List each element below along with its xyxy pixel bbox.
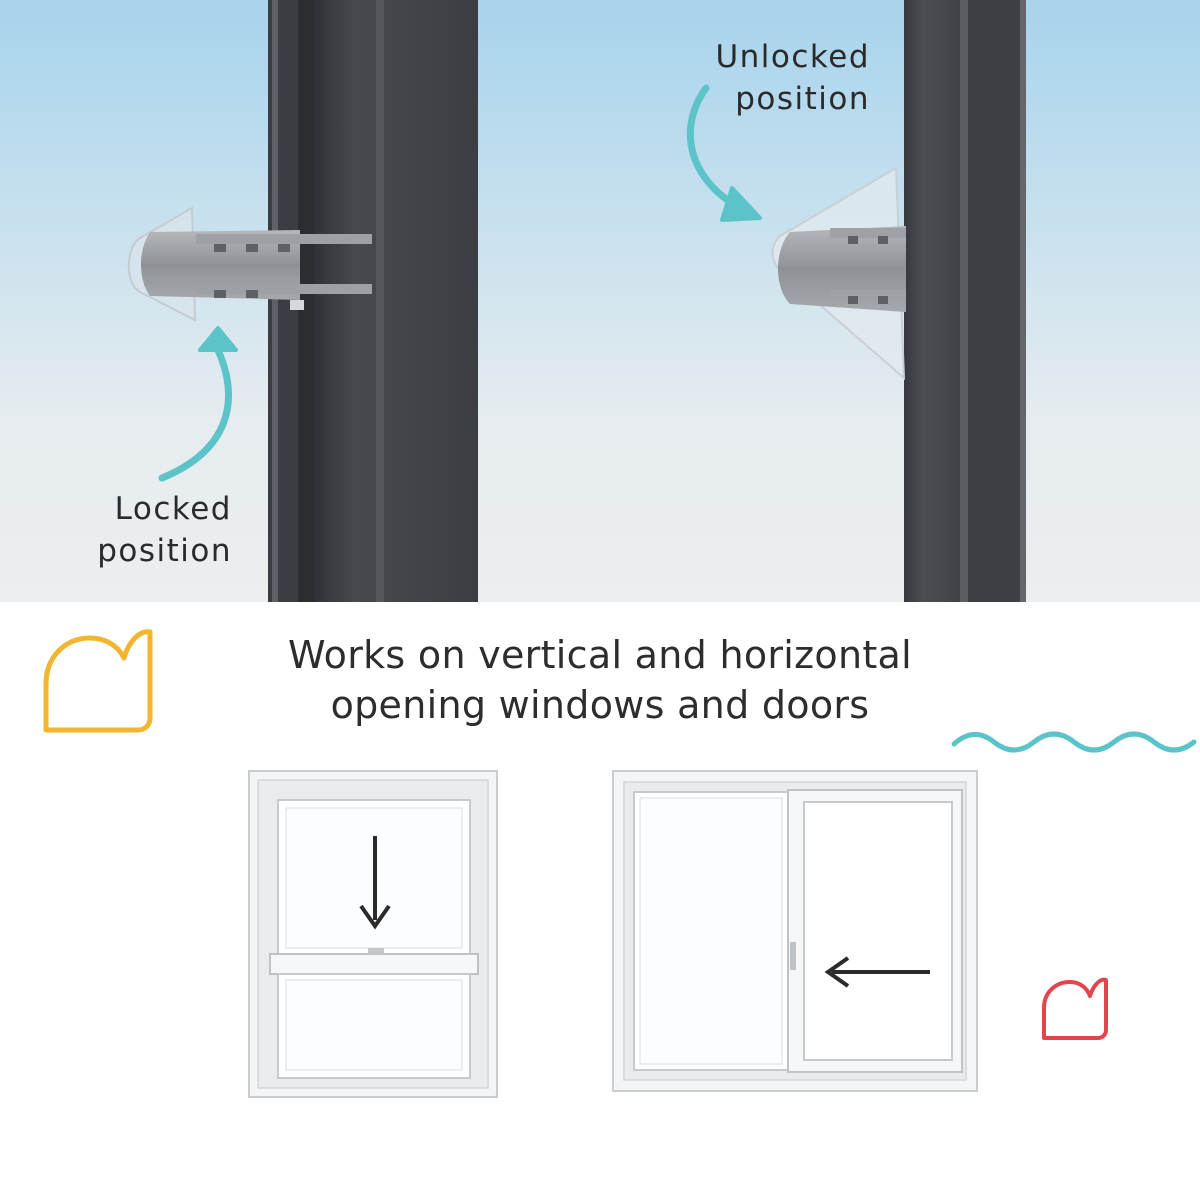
locked-label-line1: Locked [114, 491, 232, 527]
heart-outline-icon [1042, 977, 1108, 1040]
unlocked-position-label: Unlocked position [690, 36, 870, 120]
right-window-frame [904, 0, 1026, 602]
horizontal-sliding-window [612, 770, 978, 1092]
locked-label-line2: position [97, 533, 232, 569]
product-photo [0, 0, 1200, 602]
vertical-opening-window [248, 770, 498, 1098]
locked-position-label: Locked position [60, 488, 232, 572]
headline-line2: opening windows and doors [330, 683, 870, 727]
curved-arrow-icon [158, 326, 238, 482]
unlocked-label-line1: Unlocked [715, 39, 870, 75]
headline-line1: Works on vertical and horizontal [288, 633, 912, 677]
heart-outline-icon [43, 629, 153, 733]
window-lock-unlocked [771, 166, 906, 381]
arrow-left-icon [824, 956, 930, 988]
arrow-down-icon [359, 836, 391, 930]
window-lock-locked [127, 206, 372, 322]
unlocked-label-line2: position [735, 81, 870, 117]
wave-line-icon [951, 731, 1197, 753]
headline: Works on vertical and horizontal opening… [200, 630, 1000, 730]
curved-arrow-icon [686, 84, 762, 222]
